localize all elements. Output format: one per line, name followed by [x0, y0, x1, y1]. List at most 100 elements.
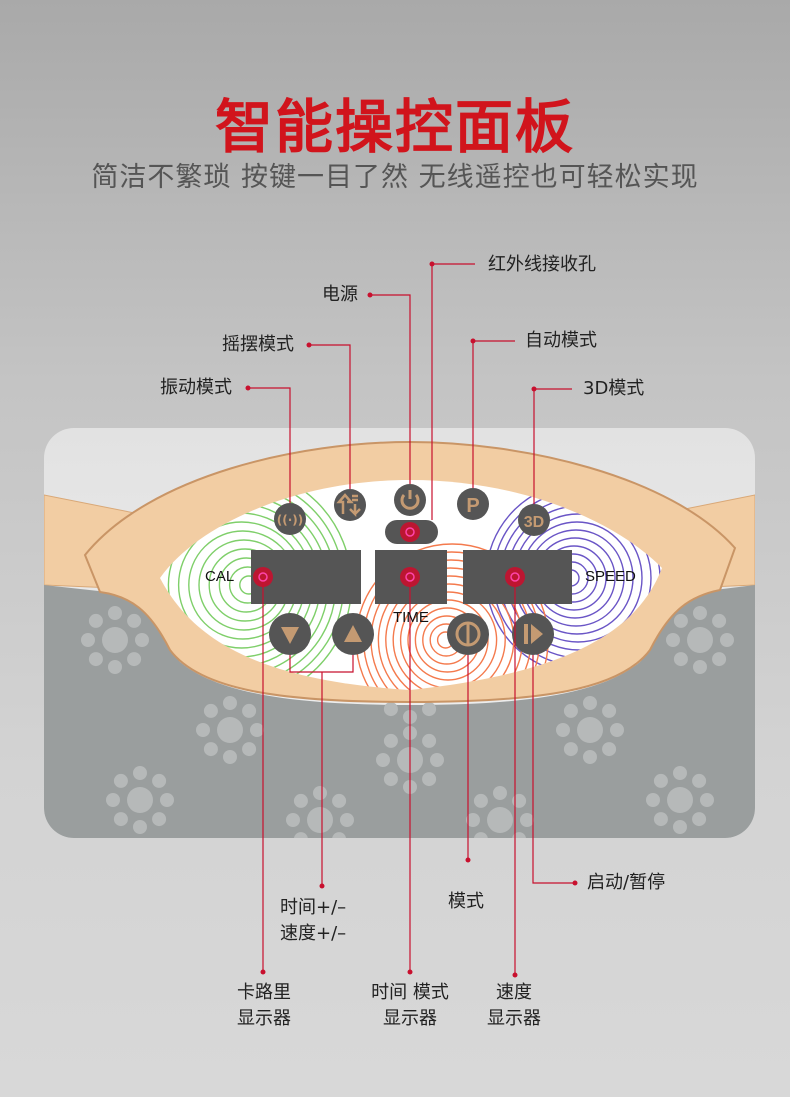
massage-bump: [81, 633, 95, 647]
massage-bump: [602, 703, 617, 718]
time-label: TIME: [393, 609, 429, 626]
3d-mode-button: 3D: [518, 504, 550, 536]
callout-auto-mode: 自动模式: [525, 330, 597, 351]
massage-bump: [108, 660, 122, 674]
callout-mode: 模式: [448, 891, 484, 912]
massage-bump: [673, 820, 687, 834]
callout-3d-mode: 3D模式: [583, 378, 645, 399]
vibration-icon: ((·)): [277, 513, 304, 527]
massage-bump: [673, 766, 687, 780]
massage-bump: [242, 742, 257, 757]
massage-bump: [712, 613, 727, 628]
massage-bump: [340, 813, 354, 827]
callout-cal-display-line2: 显示器: [237, 1008, 291, 1029]
triangle-up-icon: [344, 625, 362, 642]
triangle-down-icon: [281, 627, 299, 644]
massage-bump: [332, 832, 347, 838]
massage-bump: [135, 633, 149, 647]
massage-bump: [223, 750, 237, 764]
massage-bump: [332, 793, 347, 808]
callout-time-plus-minus: 时间+/–: [280, 897, 347, 918]
massage-bump: [712, 652, 727, 667]
decor-ring: [392, 583, 506, 690]
massage-bump: [653, 773, 668, 788]
indicator-targets: [253, 522, 525, 587]
massage-bump: [383, 772, 398, 787]
massage-bump: [293, 832, 308, 838]
massage-bump: [286, 813, 300, 827]
massage-bump: [493, 840, 507, 854]
page-subtitle: 简洁不繁琐 按键一目了然 无线遥控也可轻松实现: [91, 162, 699, 193]
callout-time-mode-display-line1: 时间 模式: [371, 982, 449, 1003]
massage-bump: [196, 723, 210, 737]
massage-bump: [720, 633, 734, 647]
callout-power: 电源: [322, 284, 358, 305]
massage-bump: [108, 606, 122, 620]
leader-dots: [245, 261, 578, 978]
massage-bump: [127, 787, 153, 813]
massage-bump: [666, 633, 680, 647]
massage-bump: [693, 606, 707, 620]
massage-bump: [692, 773, 707, 788]
power-icon: [400, 490, 420, 510]
callout-ir-receiver: 红外线接收孔: [488, 254, 596, 275]
power-button: [394, 484, 426, 516]
massage-bump: [646, 793, 660, 807]
svg-text:P: P: [466, 495, 479, 517]
massage-bump: [466, 813, 480, 827]
massage-bump: [487, 807, 513, 833]
massage-bump: [203, 703, 218, 718]
svg-text:3D: 3D: [524, 514, 544, 531]
callout-time-mode-display-line2: 显示器: [383, 1008, 437, 1029]
massage-bump: [127, 652, 142, 667]
massage-bump: [113, 812, 128, 827]
massage-bump: [583, 696, 597, 710]
page-title: 智能操控面板: [214, 93, 575, 161]
massage-bump: [422, 733, 437, 748]
massage-bump: [653, 812, 668, 827]
callout-speed-display-line2: 显示器: [487, 1008, 541, 1029]
massage-bump: [293, 793, 308, 808]
massage-bump: [133, 766, 147, 780]
massage-bump: [473, 832, 488, 838]
massage-bump: [610, 723, 624, 737]
massage-bump: [133, 820, 147, 834]
cal-label: CAL: [205, 568, 235, 585]
massage-bump: [692, 812, 707, 827]
massage-bump: [602, 742, 617, 757]
massage-bump: [313, 840, 327, 854]
callout-speed-plus-minus: 速度+/–: [280, 923, 347, 944]
massage-bump: [520, 813, 534, 827]
callout-vibration-mode: 振动模式: [160, 377, 232, 398]
leader-lines: [248, 263, 575, 975]
massage-bump: [422, 702, 437, 717]
massage-bump: [512, 793, 527, 808]
massage-bump: [106, 793, 120, 807]
callout-cal-display-line1: 卡路里: [237, 982, 291, 1003]
massage-bump: [422, 772, 437, 787]
massage-bump: [673, 652, 688, 667]
massage-bump: [113, 773, 128, 788]
play-pause-icon: [524, 624, 543, 644]
massage-bump: [127, 613, 142, 628]
massage-bump: [152, 773, 167, 788]
massage-bump: [667, 787, 693, 813]
massage-bump: [217, 717, 243, 743]
massage-bump: [563, 703, 578, 718]
massage-bump: [493, 786, 507, 800]
massage-bump: [673, 613, 688, 628]
speed-label: SPEED: [585, 568, 636, 585]
auto-mode-button: P: [457, 488, 489, 520]
massage-bump: [313, 786, 327, 800]
massage-bump: [383, 702, 398, 717]
massage-bump: [242, 703, 257, 718]
mode-button: [447, 613, 489, 655]
massage-bump: [583, 750, 597, 764]
swing-button: [334, 489, 366, 521]
massage-bump: [223, 696, 237, 710]
massage-bump: [577, 717, 603, 743]
massage-bump: [693, 660, 707, 674]
vibration-button: ((·)): [274, 503, 306, 535]
